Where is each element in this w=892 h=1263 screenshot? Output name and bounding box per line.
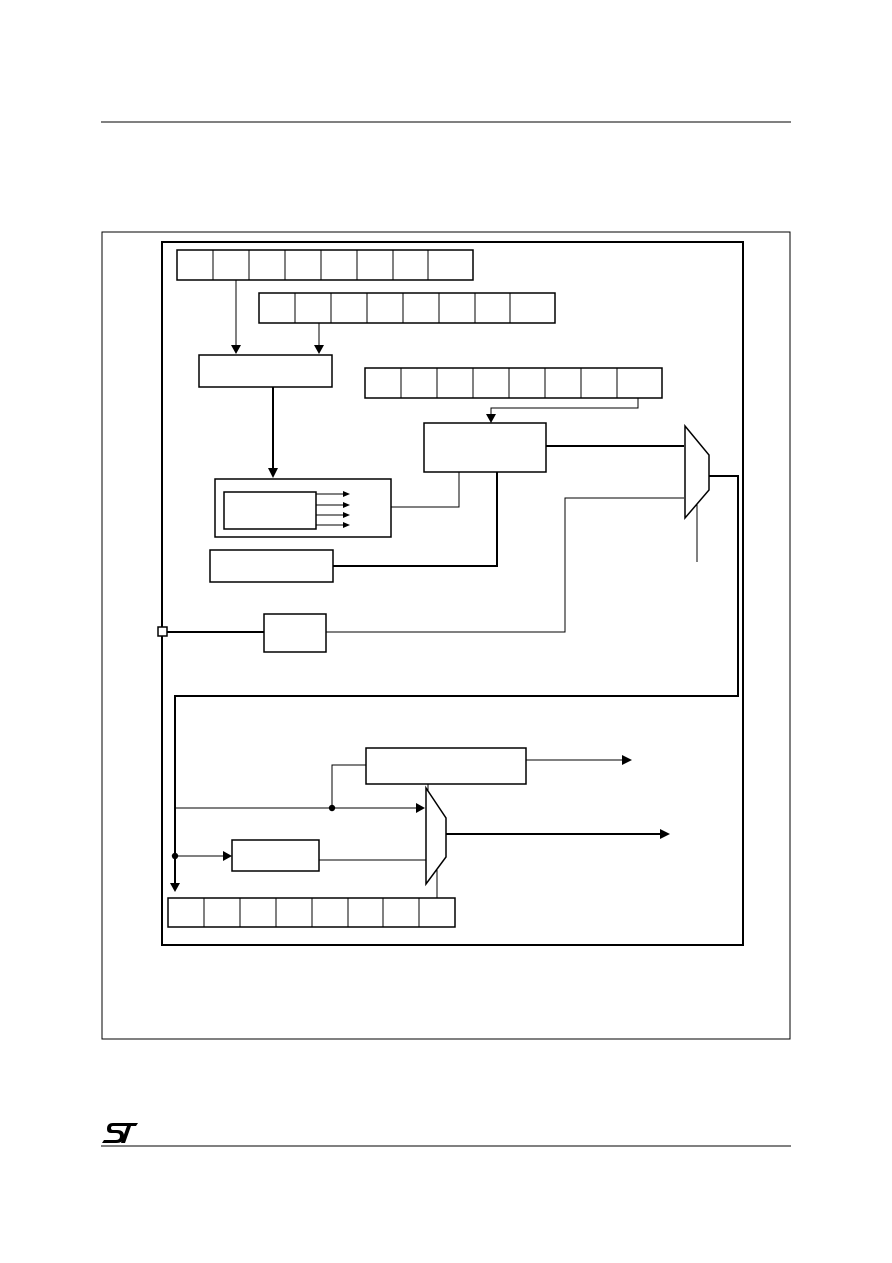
st-logo bbox=[102, 1123, 138, 1143]
input-pin[interactable] bbox=[157, 626, 168, 637]
block-e bbox=[365, 747, 527, 785]
peripheral-boundary bbox=[161, 241, 744, 946]
register-bottom bbox=[167, 897, 456, 928]
figure-frame bbox=[101, 231, 791, 1040]
block-f bbox=[231, 839, 320, 872]
register-third bbox=[364, 367, 663, 399]
register-second bbox=[258, 292, 556, 324]
prescaler-outputs bbox=[316, 491, 350, 528]
prescaler-inner bbox=[223, 491, 317, 530]
mux-1 bbox=[684, 423, 710, 521]
block-d bbox=[263, 613, 327, 653]
register-top bbox=[176, 249, 474, 281]
block-c bbox=[209, 549, 334, 583]
block-b bbox=[423, 422, 547, 473]
mux-2 bbox=[425, 785, 447, 887]
block-a bbox=[198, 354, 333, 388]
